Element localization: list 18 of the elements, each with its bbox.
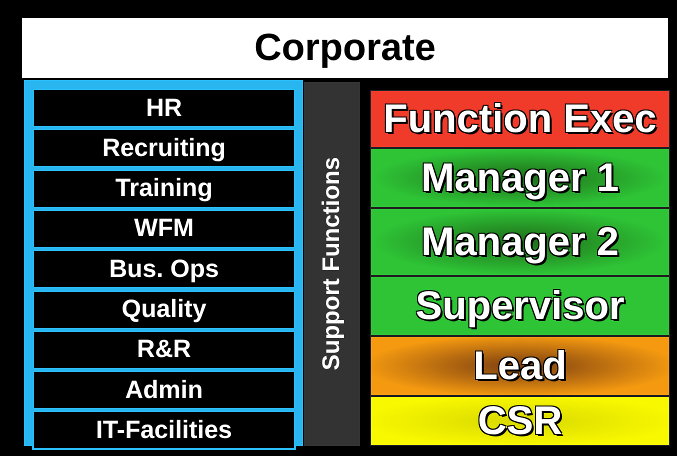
- function-row: Quality: [32, 290, 296, 330]
- level-band: Lead: [370, 336, 670, 396]
- level-band: Supervisor: [370, 276, 670, 336]
- header-band: Corporate: [22, 18, 668, 78]
- function-row: IT-Facilities: [32, 410, 296, 450]
- function-row: Training: [32, 168, 296, 209]
- function-row: Recruiting: [32, 128, 296, 168]
- level-band: Manager 1: [370, 148, 670, 208]
- function-row: WFM: [32, 208, 296, 249]
- function-row: R&R: [32, 330, 296, 370]
- level-band: Manager 2: [370, 208, 670, 276]
- level-band: CSR: [370, 396, 670, 446]
- function-row: HR: [32, 88, 296, 128]
- vertical-band: [304, 82, 360, 446]
- level-band: Function Exec: [370, 90, 670, 148]
- function-row: Admin: [32, 370, 296, 410]
- function-row: Bus. Ops: [32, 249, 296, 290]
- band-label: Support Functions: [318, 157, 346, 371]
